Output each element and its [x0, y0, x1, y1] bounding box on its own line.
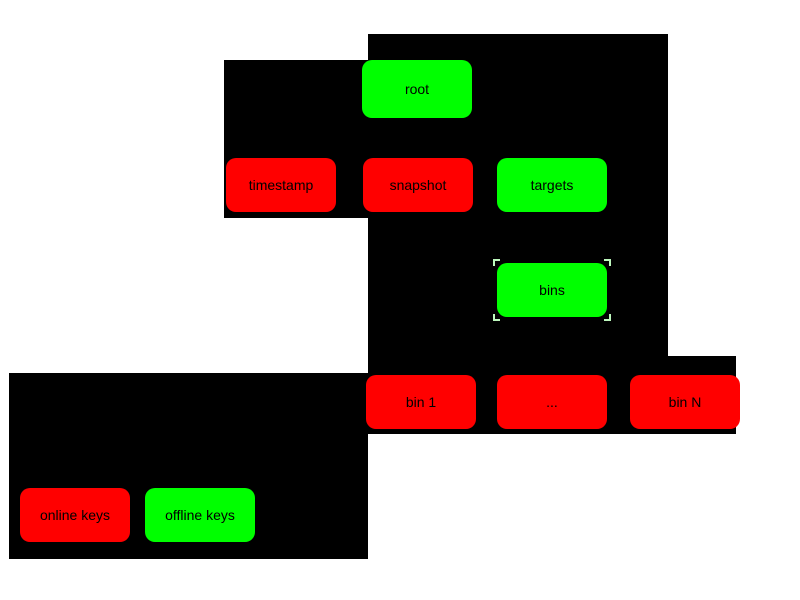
node-timestamp[interactable]: timestamp	[226, 158, 336, 212]
node-snapshot[interactable]: snapshot	[363, 158, 473, 212]
node-label: bins	[539, 282, 565, 298]
node-online-keys[interactable]: online keys	[20, 488, 130, 542]
node-bin-1[interactable]: bin 1	[366, 375, 476, 429]
resize-handle-br[interactable]	[604, 314, 611, 321]
node-label: ...	[546, 394, 558, 410]
resize-handle-bl[interactable]	[493, 314, 500, 321]
node-label: root	[404, 81, 430, 97]
node-targets[interactable]: targets	[497, 158, 607, 212]
node-label: snapshot	[389, 177, 447, 193]
node-label: targets	[530, 177, 574, 193]
node-label: timestamp	[248, 177, 314, 193]
node-label: bin N	[668, 394, 702, 410]
node-label: bin 1	[405, 394, 437, 410]
node-offline-keys[interactable]: offline keys	[145, 488, 255, 542]
node-label: offline keys	[165, 507, 235, 523]
resize-handle-tl[interactable]	[493, 259, 500, 266]
node-bin-n[interactable]: bin N	[630, 375, 740, 429]
node-root[interactable]: root	[362, 60, 472, 118]
node-label: online keys	[39, 507, 111, 523]
resize-handle-tr[interactable]	[604, 259, 611, 266]
node-bin-ellipsis[interactable]: ...	[497, 375, 607, 429]
node-bins[interactable]: bins	[493, 259, 611, 321]
